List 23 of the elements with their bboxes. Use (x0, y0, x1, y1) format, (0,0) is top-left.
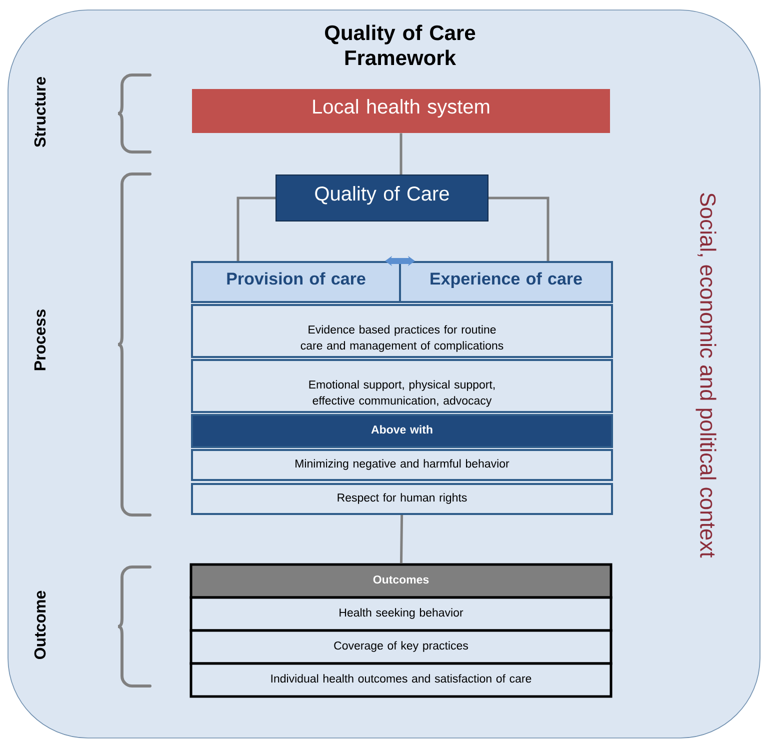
process-box: Respect for human rights (191, 483, 613, 515)
connector-line (236, 196, 276, 261)
title: Quality of Care Framework (325, 24, 476, 66)
connector-line (400, 515, 404, 564)
process-box: Evidence based practices for routine care and management of complications (191, 304, 613, 358)
connector-line (488, 196, 550, 261)
header-box: Provision of care (191, 261, 401, 303)
section-label: Process (34, 310, 46, 370)
section-label: Structure (34, 77, 46, 148)
process-box: Emotional support, physical support, effective communication, advocacy (191, 359, 613, 413)
band-box: Above with (191, 414, 613, 448)
outcome-box: Coverage of key practices (190, 629, 612, 665)
connector-line (400, 133, 402, 174)
outcome-box: Outcomes (190, 563, 612, 599)
context-label: Social, economic and political context (696, 193, 716, 558)
header-box: Experience of care (399, 261, 613, 303)
outcome-box: Health seeking behavior (190, 596, 612, 632)
top-box: Quality of Care (276, 174, 488, 222)
outcome-box: Individual health outcomes and satisfaction of care (190, 662, 612, 698)
section-label: Outcome (34, 590, 46, 660)
process-box: Minimizing negative and harmful behavior (191, 449, 613, 481)
double-arrow (385, 256, 415, 266)
top-box: Local health system (192, 89, 610, 133)
